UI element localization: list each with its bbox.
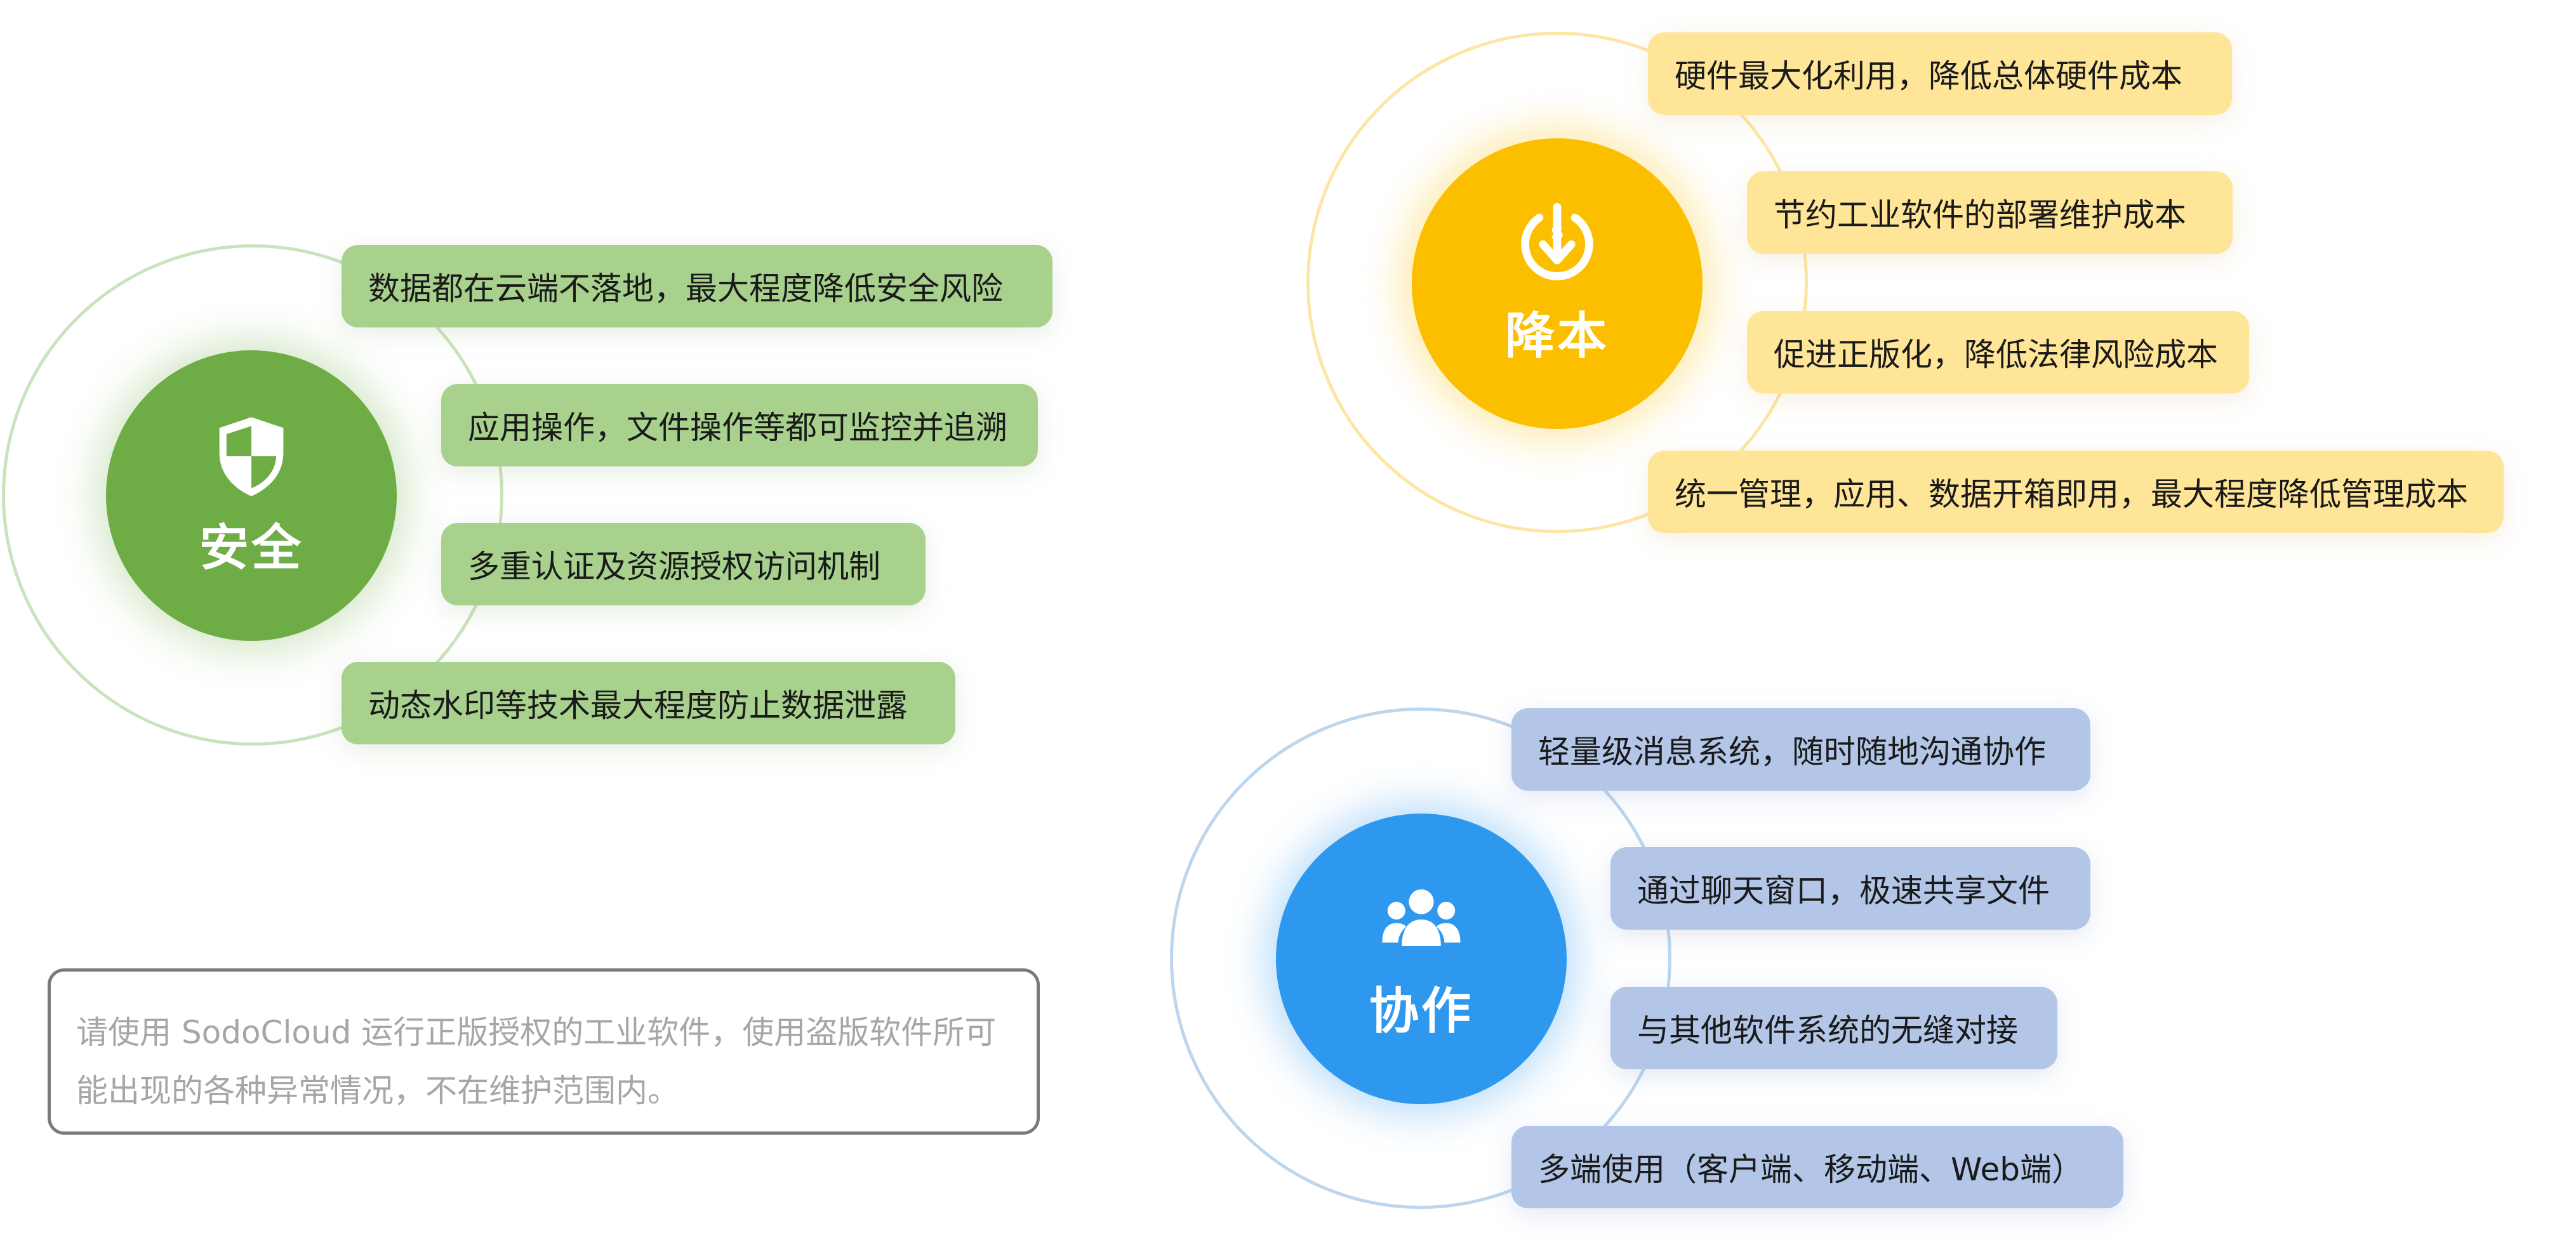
collaboration-item: 通过聊天窗口，极速共享文件: [1610, 847, 2090, 930]
security-hub: 安全: [106, 350, 397, 641]
team-icon: [1382, 889, 1461, 946]
cost-item: 节约工业软件的部署维护成本: [1747, 171, 2233, 254]
collaboration-item: 多端使用（客户端、移动端、Web端）: [1511, 1126, 2123, 1208]
security-item: 应用操作，文件操作等都可监控并追溯: [441, 384, 1038, 466]
collaboration-hub: 协作: [1276, 814, 1567, 1104]
cost-item: 硬件最大化利用，降低总体硬件成本: [1648, 32, 2232, 115]
collaboration-title: 协作: [1369, 983, 1473, 1040]
cost-item: 促进正版化，降低法律风险成本: [1747, 311, 2249, 393]
security-item: 数据都在云端不落地，最大程度降低安全风险: [342, 245, 1052, 327]
money-down-icon: $: [1521, 202, 1593, 280]
collaboration-item: 与其他软件系统的无缝对接: [1610, 987, 2057, 1069]
security-ring: [2, 244, 503, 746]
shield-icon: [219, 417, 284, 496]
collaboration-item: 轻量级消息系统，随时随地沟通协作: [1511, 708, 2090, 791]
notice-line: 能出现的各种异常情况，不在维护范围内。: [76, 1072, 679, 1109]
license-notice: 请使用 SodoCloud 运行正版授权的工业软件，使用盗版软件所可 能出现的各…: [48, 968, 1040, 1135]
collaboration-ring: [1170, 708, 1671, 1209]
cost-ring: [1306, 32, 1808, 533]
security-title: 安全: [199, 520, 303, 577]
cost-hub: $ 降本: [1412, 138, 1703, 429]
svg-text:$: $: [1550, 221, 1564, 244]
cost-item: 统一管理，应用、数据开箱即用，最大程度降低管理成本: [1648, 451, 2504, 533]
security-item: 多重认证及资源授权访问机制: [441, 523, 926, 605]
security-item: 动态水印等技术最大程度防止数据泄露: [342, 662, 955, 744]
notice-line: 请使用 SodoCloud 运行正版授权的工业软件，使用盗版软件所可: [76, 1014, 997, 1051]
cost-title: 降本: [1504, 308, 1609, 365]
